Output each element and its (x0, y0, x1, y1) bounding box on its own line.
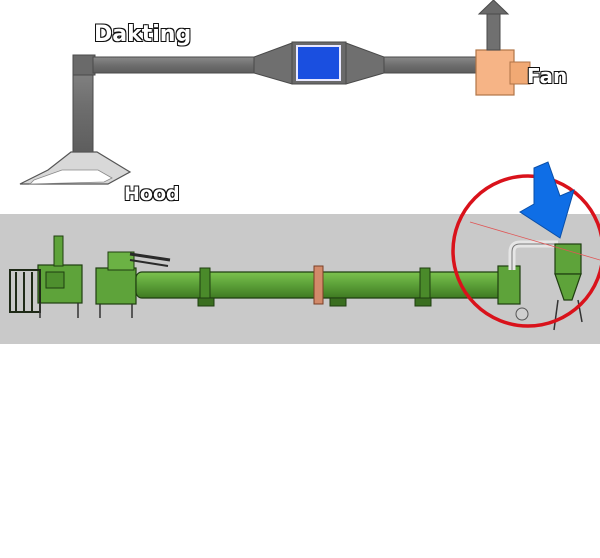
filter-box-window (296, 45, 341, 81)
drum-support (197, 297, 215, 307)
duct-elbow (72, 54, 96, 76)
duct-reducer-left (253, 42, 293, 85)
drum-ring (199, 267, 211, 303)
support-leg (577, 299, 583, 323)
ducting-label: Dakting (93, 22, 192, 47)
conveyor-belt (129, 252, 171, 262)
drum-ring (419, 267, 431, 303)
drum-gear-ring (313, 265, 324, 305)
ducting-schematic (19, 0, 531, 185)
fan-label: Fan (526, 64, 568, 88)
furnace-hatch (45, 271, 65, 289)
guide-line (469, 221, 600, 261)
highlight-circle (451, 174, 600, 328)
feed-hopper (95, 267, 137, 305)
duct-horizontal-right (383, 56, 477, 74)
duct-horizontal-left (92, 56, 256, 74)
exhaust-stack (486, 11, 501, 51)
cyclone-duct-outline (511, 243, 558, 270)
fan-motor (515, 307, 529, 321)
support-leg (553, 299, 559, 331)
fan-body (475, 49, 515, 96)
plant-rendering (0, 161, 600, 344)
fan-side-plate (509, 61, 531, 85)
cyclone-body (554, 243, 582, 275)
hood-inner (29, 169, 113, 185)
cyclone-cone (554, 273, 582, 301)
conveyor-frame (129, 259, 169, 267)
drum-support (414, 297, 432, 307)
exhaust-arrow-icon (477, 0, 510, 15)
pointer-arrow-icon (519, 161, 575, 239)
drum-support (329, 297, 347, 307)
hood-label: Hood (123, 183, 180, 205)
furnace-chimney (53, 235, 64, 267)
drum-outlet-box (497, 265, 521, 305)
duct-reducer-right (345, 42, 385, 85)
